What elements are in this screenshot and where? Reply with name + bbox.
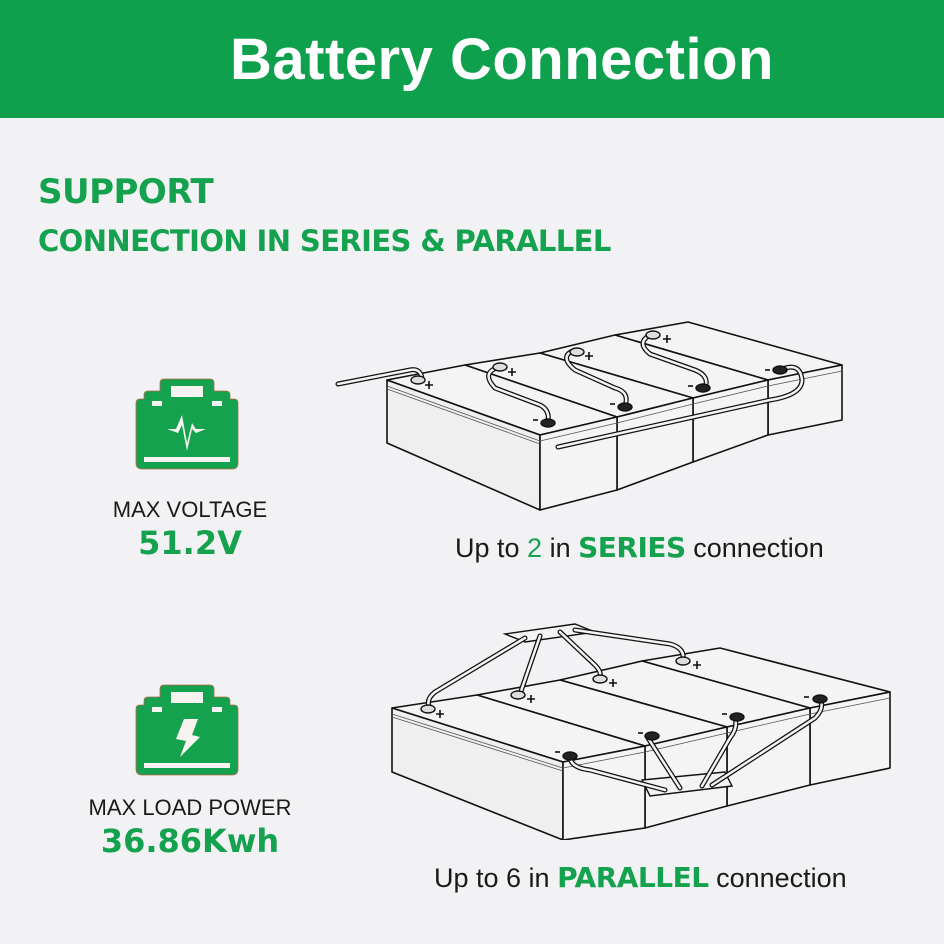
parallel-connection-illustration <box>391 623 891 840</box>
series-connection-illustration <box>335 321 843 511</box>
parallel-caption: Up to 6 in PARALLEL connection <box>434 861 847 894</box>
battery-lightning-icon <box>134 683 240 782</box>
support-subheading: CONNECTION IN SERIES & PARALLEL <box>38 224 611 258</box>
max-voltage-label: MAX VOLTAGE <box>112 497 268 522</box>
series-count: 2 <box>527 533 543 563</box>
parallel-caption-prefix: Up to 6 in <box>434 863 558 893</box>
parallel-mode: PARALLEL <box>557 861 709 894</box>
series-mode: SERIES <box>578 531 686 564</box>
series-caption: Up to 2 in SERIES connection <box>455 531 824 564</box>
header-banner: Battery Connection <box>0 0 944 118</box>
max-load-power-value: 36.86Kwh <box>100 822 280 860</box>
series-caption-mid: in <box>542 533 579 563</box>
battery-heartbeat-icon <box>134 377 240 476</box>
max-load-power-label: MAX LOAD POWER <box>88 795 292 820</box>
series-caption-suffix: connection <box>685 533 824 563</box>
parallel-caption-suffix: connection <box>708 863 847 893</box>
page-title: Battery Connection <box>230 26 774 92</box>
max-voltage-value: 51.2V <box>138 524 242 562</box>
support-heading: SUPPORT <box>38 172 214 212</box>
series-caption-prefix: Up to <box>455 533 528 563</box>
